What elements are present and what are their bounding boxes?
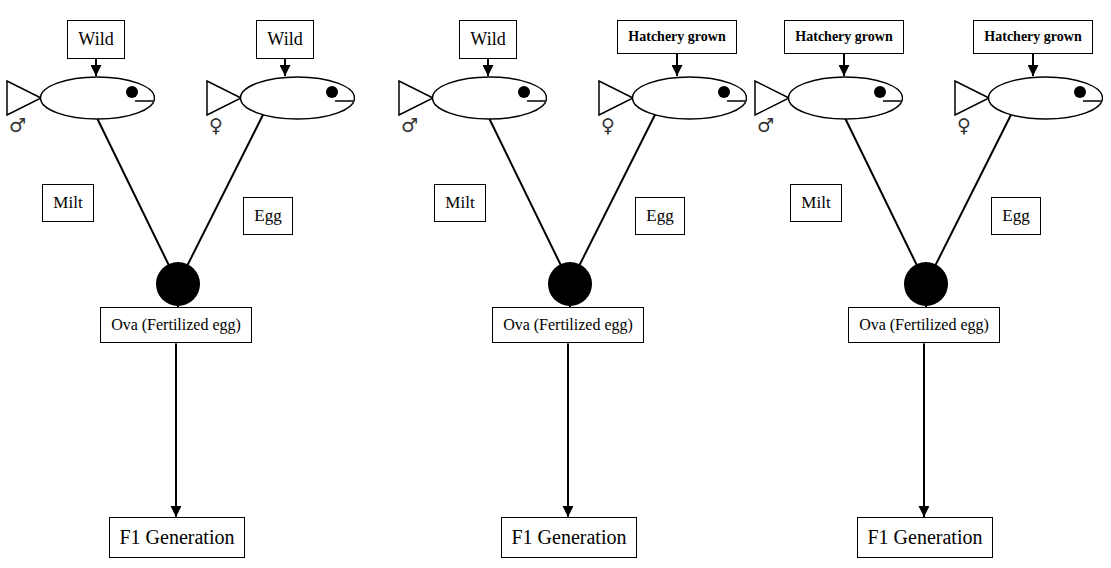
box-label: Egg: [254, 206, 281, 226]
fish-body: [433, 77, 547, 119]
connector: [923, 343, 925, 517]
fish-tail: [755, 81, 789, 115]
fish-mouth: [883, 100, 901, 102]
gamete-label-box: Milt: [434, 184, 485, 222]
fish-mouth: [135, 100, 153, 102]
box-label: Milt: [801, 193, 830, 213]
fish-outline: [597, 76, 747, 120]
sex-symbol: ♂: [401, 116, 418, 135]
fish-tail: [207, 81, 241, 115]
fertilization-dot: [904, 262, 948, 306]
sex-symbol: ♀: [601, 116, 615, 135]
box-label: Ova (Fertilized egg): [859, 316, 989, 334]
parent-label-box: Wild: [256, 20, 313, 59]
fish-body: [789, 77, 903, 119]
fish-outline: [953, 76, 1103, 120]
fish-outline: [397, 76, 547, 120]
generation-box: F1 Generation: [857, 517, 994, 558]
fish-eye: [1074, 86, 1086, 98]
connector: [1032, 54, 1034, 76]
gamete-label-box: Egg: [635, 197, 684, 235]
fish-eye: [126, 86, 138, 98]
fish-tail: [7, 81, 41, 115]
box-label: Ova (Fertilized egg): [503, 316, 633, 334]
female-fish: ♀: [953, 76, 1103, 120]
parent-label-box: Wild: [67, 20, 124, 59]
box-label: Wild: [470, 29, 505, 50]
fish-body: [633, 77, 747, 119]
fish-body: [989, 77, 1103, 119]
fish-tail: [399, 81, 433, 115]
box-label: F1 Generation: [868, 526, 983, 549]
fish-body: [41, 77, 155, 119]
connector: [843, 54, 845, 76]
gamete-label-box: Milt: [790, 184, 841, 222]
box-label: Milt: [53, 193, 82, 213]
ova-box: Ova (Fertilized egg): [848, 307, 1000, 343]
fish-tail: [599, 81, 633, 115]
male-fish: ♂: [5, 76, 155, 120]
box-label: Wild: [267, 29, 302, 50]
fish-mouth: [527, 100, 545, 102]
connector: [284, 59, 286, 76]
connector: [175, 343, 177, 517]
box-label: Milt: [445, 193, 474, 213]
box-label: Hatchery grown: [628, 29, 725, 45]
ova-box: Ova (Fertilized egg): [100, 307, 252, 343]
fish-body: [241, 77, 355, 119]
fish-mouth: [727, 100, 745, 102]
generation-box: F1 Generation: [501, 517, 638, 558]
fish-eye: [518, 86, 530, 98]
male-fish: ♂: [753, 76, 903, 120]
box-label: Hatchery grown: [795, 29, 892, 45]
gamete-label-box: Milt: [42, 184, 93, 222]
female-fish: ♀: [597, 76, 747, 120]
parent-label-box: Hatchery grown: [973, 20, 1092, 54]
connector: [567, 343, 569, 517]
fish-eye: [326, 86, 338, 98]
box-label: F1 Generation: [120, 526, 235, 549]
parent-label-box: Hatchery grown: [784, 20, 903, 54]
ova-box: Ova (Fertilized egg): [492, 307, 644, 343]
gamete-label-box: Egg: [991, 197, 1040, 235]
fish-outline: [205, 76, 355, 120]
parent-label-box: Wild: [459, 20, 516, 59]
box-label: Egg: [1002, 206, 1029, 226]
fish-mouth: [1083, 100, 1101, 102]
box-label: Wild: [78, 29, 113, 50]
box-label: Egg: [646, 206, 673, 226]
sex-symbol: ♂: [9, 116, 26, 135]
fertilization-dot: [548, 262, 592, 306]
connector: [95, 59, 97, 76]
fish-tail: [955, 81, 989, 115]
box-label: Hatchery grown: [984, 29, 1081, 45]
gamete-label-box: Egg: [243, 197, 292, 235]
fish-outline: [753, 76, 903, 120]
connector: [676, 54, 678, 76]
fish-eye: [718, 86, 730, 98]
sex-symbol: ♀: [209, 116, 223, 135]
fish-mouth: [335, 100, 353, 102]
male-fish: ♂: [397, 76, 547, 120]
sex-symbol: ♀: [957, 116, 971, 135]
sex-symbol: ♂: [757, 116, 774, 135]
fish-outline: [5, 76, 155, 120]
female-fish: ♀: [205, 76, 355, 120]
connector: [487, 59, 489, 76]
parent-label-box: Hatchery grown: [617, 20, 736, 54]
box-label: Ova (Fertilized egg): [111, 316, 241, 334]
box-label: F1 Generation: [512, 526, 627, 549]
fish-eye: [874, 86, 886, 98]
generation-box: F1 Generation: [109, 517, 246, 558]
fertilization-dot: [156, 262, 200, 306]
